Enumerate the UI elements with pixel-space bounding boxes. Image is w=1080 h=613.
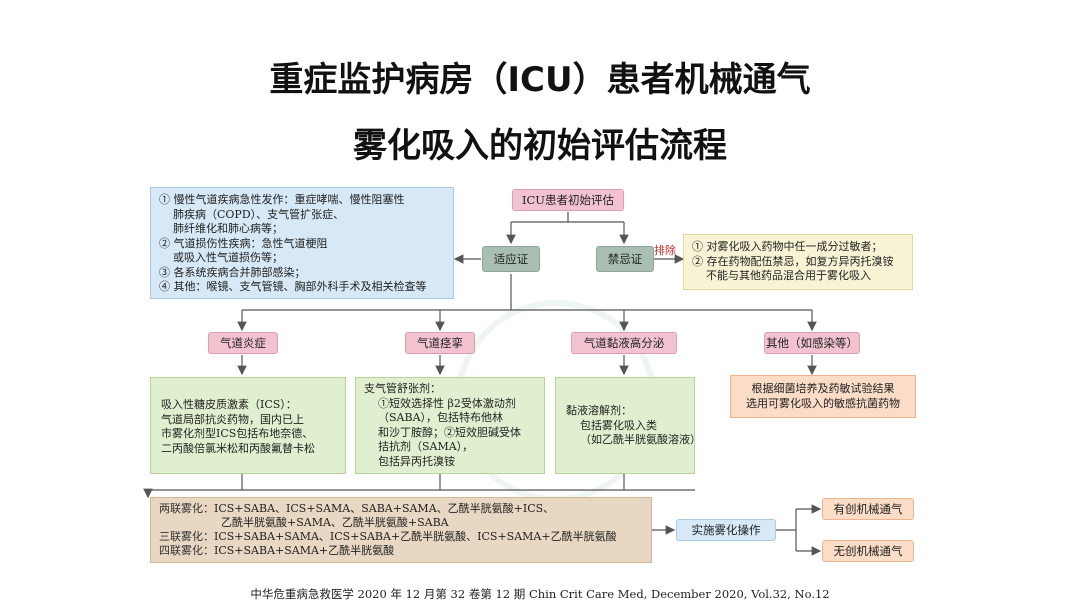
noninvasive-ventilation-node: 无创机械通气: [822, 540, 914, 562]
indication-item: ② 气道损伤性疾病：急性气道梗阻: [159, 236, 328, 250]
airway-inflammation-node: 气道炎症: [208, 332, 278, 354]
mucus-item: 包括雾化吸入类: [580, 418, 657, 432]
spasm-item: （SABA），包括特布他林: [378, 411, 504, 424]
spasm-item: ①短效选择性 β2受体激动剂: [378, 396, 516, 410]
mucus-details-box: 黏液溶解剂： 包括雾化吸入类 （如乙酰半胱氨酸溶液）: [555, 377, 701, 474]
contraindication-details-box: ① 对雾化吸入药物中任一成分过敏者； ② 存在药物配伍禁忌，如复方异丙托溴铵 不…: [683, 234, 913, 290]
spasm-item: 和沙丁胺醇；②短效胆碱受体: [378, 425, 521, 439]
mucus-item: 黏液溶解剂：: [566, 404, 632, 417]
indication-item: 肺纤维化和肺心病等；: [173, 222, 283, 235]
inflammation-item: 二丙酸倍氯米松和丙酸氟替卡松: [161, 441, 315, 455]
spasm-item: 拮抗剂（SAMA），: [378, 440, 474, 453]
contraindication-item: ② 存在药物配伍禁忌，如复方异丙托溴铵: [692, 254, 894, 268]
triple-label: 三联雾化：: [159, 530, 214, 543]
indication-item: ④ 其他：喉镜、支气管镜、胸部外科手术及相关检查等: [159, 280, 427, 293]
contraindication-item: 不能与其他药品混合用于雾化吸入: [706, 269, 871, 282]
contraindication-item: ① 对雾化吸入药物中任一成分过敏者；: [692, 240, 883, 253]
other-item: 根据细菌培养及药敏试验结果: [751, 382, 895, 395]
spasm-details-box: 支气管舒张剂： ①短效选择性 β2受体激动剂 （SABA），包括特布他林 和沙丁…: [355, 377, 545, 474]
implement-nebulization-node: 实施雾化操作: [676, 519, 776, 541]
dual-label: 两联雾化：: [159, 502, 214, 515]
indication-node: 适应证: [482, 246, 540, 272]
combination-nebulization-box: 两联雾化：ICS+SABA、ICS+SAMA、SABA+SAMA、乙酰半胱氨酸+…: [150, 497, 652, 563]
spasm-item: 支气管舒张剂：: [364, 382, 441, 395]
indication-item: ③ 各系统疾病合并肺部感染；: [159, 265, 306, 279]
dual-combos-cont: 乙酰半胱氨酸+SAMA、乙酰半胱氨酸+SABA: [221, 516, 449, 529]
inflammation-item: 气道局部抗炎药物，国内已上: [161, 412, 304, 426]
exclude-label: 排除: [654, 244, 676, 257]
inflammation-details-box: 吸入性糖皮质激素（ICS）： 气道局部抗炎药物，国内已上 市雾化剂型ICS包括布…: [150, 377, 346, 474]
mucus-item: （如乙酰半胱氨酸溶液）: [580, 433, 701, 446]
initial-evaluation-node: ICU患者初始评估: [512, 189, 624, 211]
title-line-1: 重症监护病房（ICU）患者机械通气: [269, 60, 811, 100]
other-infection-node: 其他（如感染等）: [764, 332, 860, 354]
other-item: 选用可雾化吸入的敏感抗菌药物: [746, 396, 900, 410]
title-line-2: 雾化吸入的初始评估流程: [353, 126, 727, 166]
indication-details-box: ① 慢性气道疾病急性发作：重症哮喘、慢性阻塞性 肺疾病（COPD）、支气管扩张症…: [150, 187, 454, 299]
other-details-box: 根据细菌培养及药敏试验结果 选用可雾化吸入的敏感抗菌药物: [730, 375, 916, 418]
invasive-ventilation-node: 有创机械通气: [822, 498, 914, 520]
indication-item: ① 慢性气道疾病急性发作：重症哮喘、慢性阻塞性: [159, 193, 405, 206]
spasm-item: 包括异丙托溴铵: [378, 454, 455, 468]
inflammation-item: 吸入性糖皮质激素（ICS）：: [161, 398, 297, 411]
inflammation-item: 市雾化剂型ICS包括布地奈德、: [161, 427, 314, 440]
triple-combos: ICS+SABA+SAMA、ICS+SABA+乙酰半胱氨酸、ICS+SAMA+乙…: [214, 530, 617, 543]
quad-combos: ICS+SABA+SAMA+乙酰半胱氨酸: [214, 544, 395, 557]
citation: 中华危重病急救医学 2020 年 12 月第 32 卷第 12 期 Chin C…: [250, 587, 830, 601]
mucus-hypersecretion-node: 气道黏液高分泌: [571, 332, 677, 354]
airway-spasm-node: 气道痉挛: [405, 332, 475, 354]
quad-label: 四联雾化：: [159, 544, 214, 557]
dual-combos: ICS+SABA、ICS+SAMA、SABA+SAMA、乙酰半胱氨酸+ICS、: [214, 502, 555, 515]
indication-item: 或吸入性气道损伤等；: [173, 251, 283, 264]
contraindication-node: 禁忌证: [596, 246, 654, 272]
indication-item: 肺疾病（COPD）、支气管扩张症、: [173, 207, 345, 221]
